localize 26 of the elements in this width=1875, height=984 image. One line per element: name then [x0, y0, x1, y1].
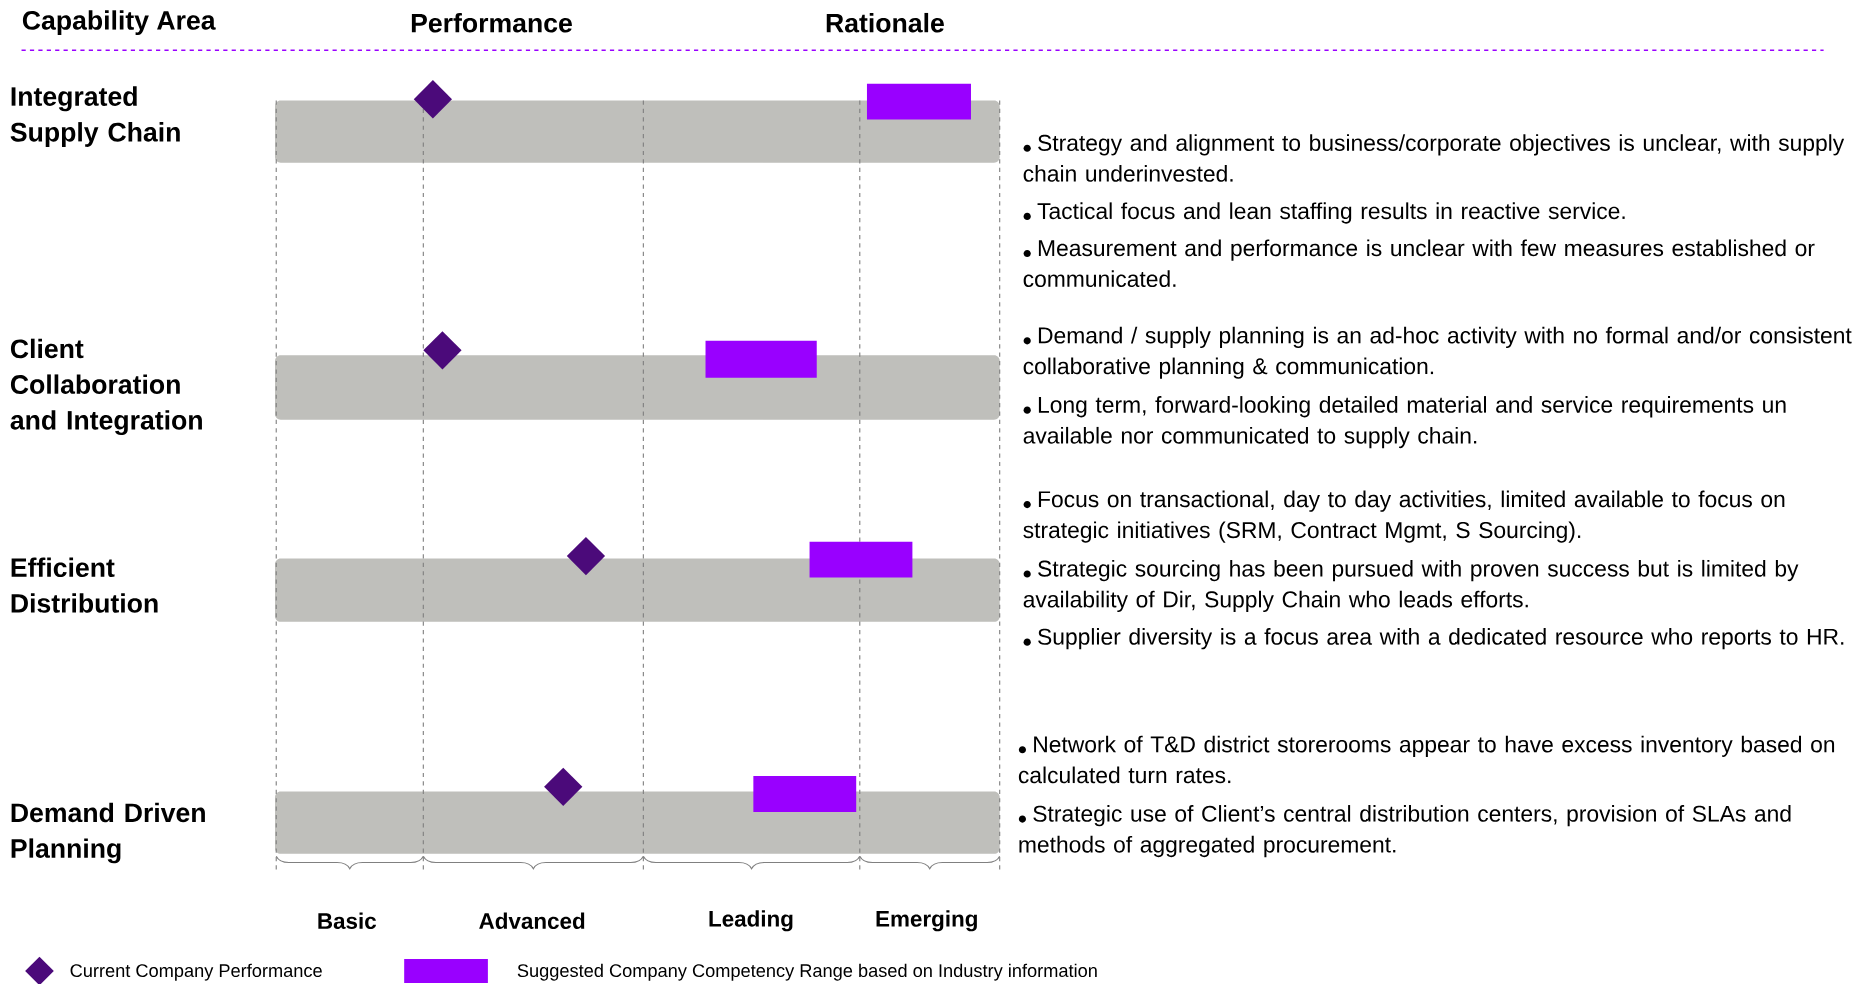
row-label: Efficient Distribution	[11, 557, 158, 613]
range-bar	[705, 340, 817, 378]
range-bar	[866, 83, 971, 120]
range-bar	[753, 776, 857, 812]
column-header: Performance	[411, 12, 572, 33]
row-band	[275, 791, 1000, 854]
bullet-text: Tactical focus and lean staffing results in reactive service.	[1023, 202, 1625, 224]
bullet-text: Strategy and alignment to business/corporate objectives is unclear, with supply chain underinvested.	[1023, 134, 1845, 182]
row-band	[275, 100, 1000, 163]
row-band	[275, 558, 1000, 622]
bullet-text: Network of T&D district storerooms appear to have excess inventory based on calculated turn rates.	[1018, 735, 1835, 784]
legend-text: Suggested Company Competency Range based on Industry information	[517, 963, 1097, 981]
row-label: Client Collaboration and Integration	[10, 338, 202, 435]
level-label: Leading	[709, 910, 793, 932]
level-label: Advanced	[479, 912, 585, 929]
column-header: Rationale	[826, 12, 944, 33]
level-label: Basic	[318, 912, 376, 929]
row-label: Integrated Supply Chain	[10, 86, 180, 147]
level-label: Emerging	[876, 910, 977, 932]
bullet-text: Supplier diversity is a focus area with a dedicated resource who reports to HR.	[1023, 628, 1844, 650]
bullet-text: Measurement and performance is unclear with few measures established or communicated.	[1023, 239, 1815, 287]
row-band	[275, 355, 1000, 420]
bullet-text: Strategic sourcing has been pursued with proven success but is limited by availability of Dir, Supply Chain who leads efforts.	[1023, 559, 1799, 612]
bullet-text: Long term, forward-looking detailed material and service requirements un available nor communicated to supply chain.	[1023, 396, 1786, 449]
legend-text: Current Company Performance	[70, 963, 322, 981]
range-bar	[809, 541, 913, 578]
